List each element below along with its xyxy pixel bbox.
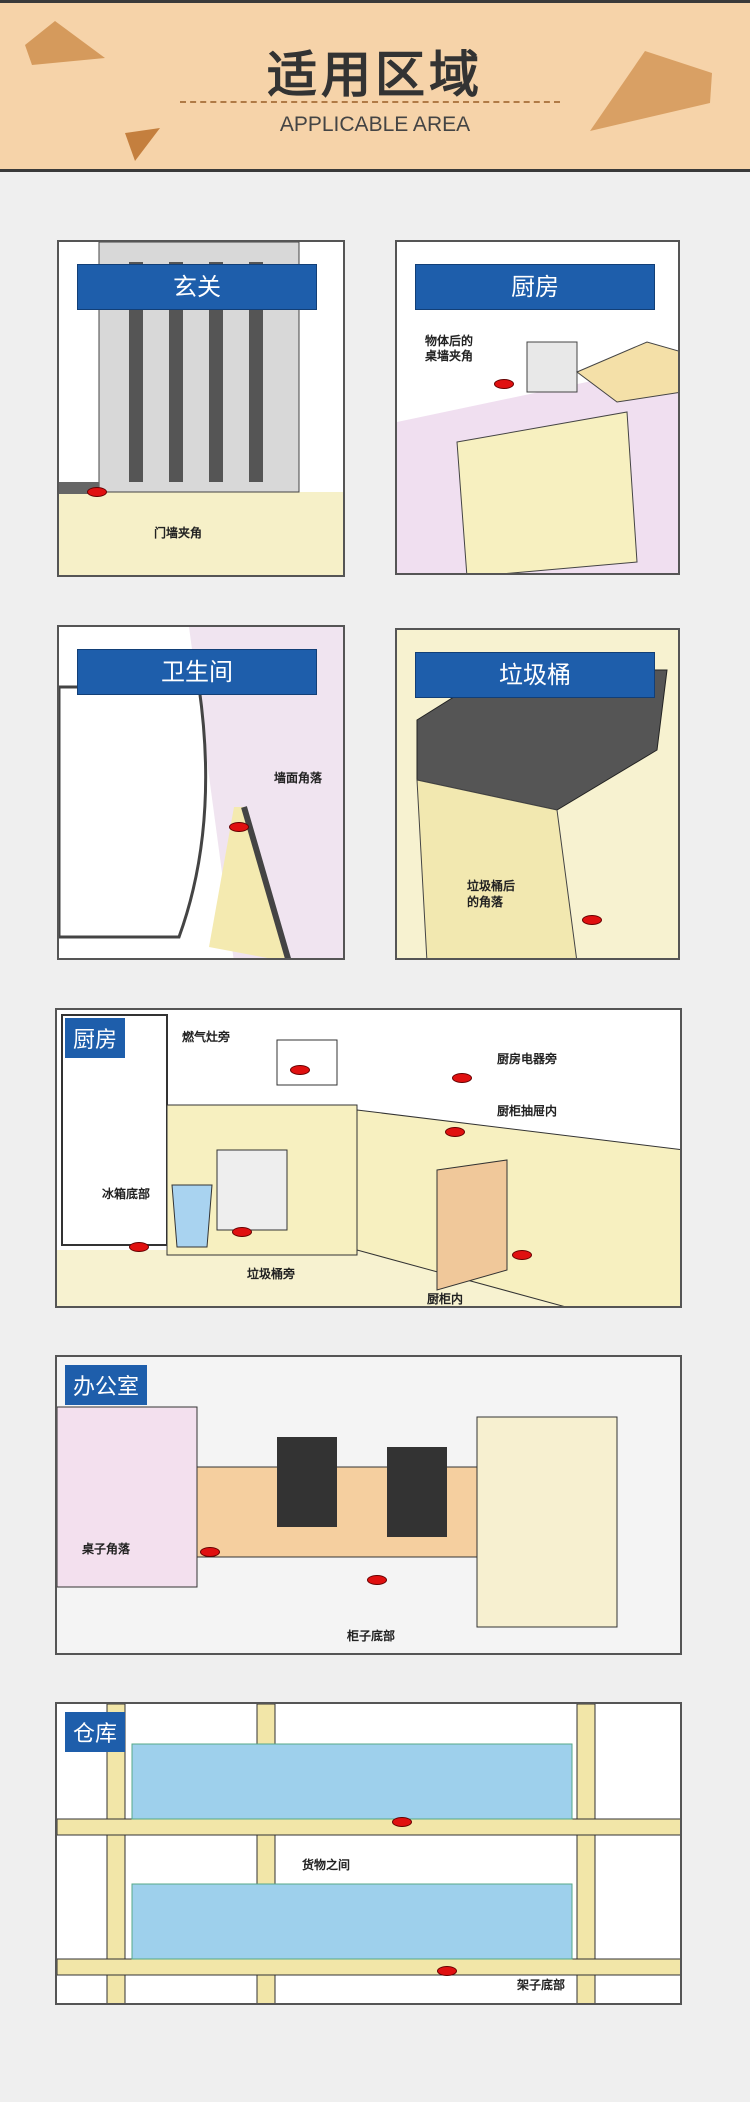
page-subtitle: APPLICABLE AREA [279, 113, 471, 136]
location-label: 柜子底部 [347, 1629, 396, 1643]
location-label: 桌子角落 [82, 1542, 131, 1556]
marker-dot [229, 822, 249, 832]
office-illustration [57, 1357, 680, 1653]
marker-dot [200, 1547, 220, 1557]
panel-title: 卫生间 [77, 649, 317, 695]
location-label: 货物之间 [302, 1858, 351, 1872]
page-title: 适用区域 [267, 46, 483, 104]
location-label: 物体后的 桌墙夹角 [425, 334, 474, 363]
marker-dot [494, 379, 514, 389]
divider [180, 101, 560, 103]
location-label: 墙面角落 [274, 771, 323, 785]
bathroom-illustration [59, 627, 343, 958]
panel-entrance: 玄关 门墙夹角 [57, 240, 345, 577]
marker-dot [129, 1242, 149, 1252]
panel-title: 厨房 [415, 264, 655, 310]
location-label: 厨柜抽屉内 [497, 1104, 558, 1118]
marker-dot [582, 915, 602, 925]
location-label: 垃圾桶旁 [247, 1267, 296, 1281]
panel-trash-bin: 垃圾桶 垃圾桶后 的角落 [395, 628, 680, 960]
panel-title: 仓库 [65, 1712, 126, 1752]
panel-office: 办公室 桌子角落 柜子底部 [55, 1355, 682, 1655]
marker-dot [452, 1073, 472, 1083]
location-label: 厨房电器旁 [497, 1052, 558, 1066]
marker-dot [445, 1127, 465, 1137]
warehouse-illustration [57, 1704, 680, 2003]
marker-dot [367, 1575, 387, 1585]
location-label: 架子底部 [517, 1978, 566, 1992]
marker-dot [290, 1065, 310, 1075]
location-label: 门墙夹角 [154, 526, 203, 540]
decorative-triangles [25, 21, 712, 161]
kitchen-detail-illustration [57, 1014, 680, 1306]
marker-dot [437, 1966, 457, 1976]
location-label: 燃气灶旁 [182, 1030, 231, 1044]
location-label: 厨柜内 [427, 1292, 464, 1306]
panel-title: 办公室 [65, 1365, 148, 1405]
panel-warehouse: 仓库 货物之间 架子底部 [55, 1702, 682, 2005]
header-banner: 适用区域 APPLICABLE AREA [0, 0, 750, 172]
marker-dot [512, 1250, 532, 1260]
location-label: 垃圾桶后 的角落 [467, 879, 516, 909]
marker-dot [232, 1227, 252, 1237]
marker-dot [87, 487, 107, 497]
panel-title: 垃圾桶 [415, 652, 655, 698]
panel-bathroom: 卫生间 墙面角落 [57, 625, 345, 960]
panel-kitchen-detail: 厨房 燃气灶旁 厨房电器旁 厨柜抽屉内 冰箱底部 垃圾桶旁 厨柜内 [55, 1008, 682, 1308]
panel-title: 厨房 [65, 1018, 126, 1058]
marker-dot [392, 1817, 412, 1827]
kitchen-illustration [397, 341, 678, 573]
panel-kitchen: 厨房 物体后的 桌墙夹角 [395, 240, 680, 575]
panel-title: 玄关 [77, 264, 317, 310]
location-label: 冰箱底部 [102, 1187, 151, 1201]
